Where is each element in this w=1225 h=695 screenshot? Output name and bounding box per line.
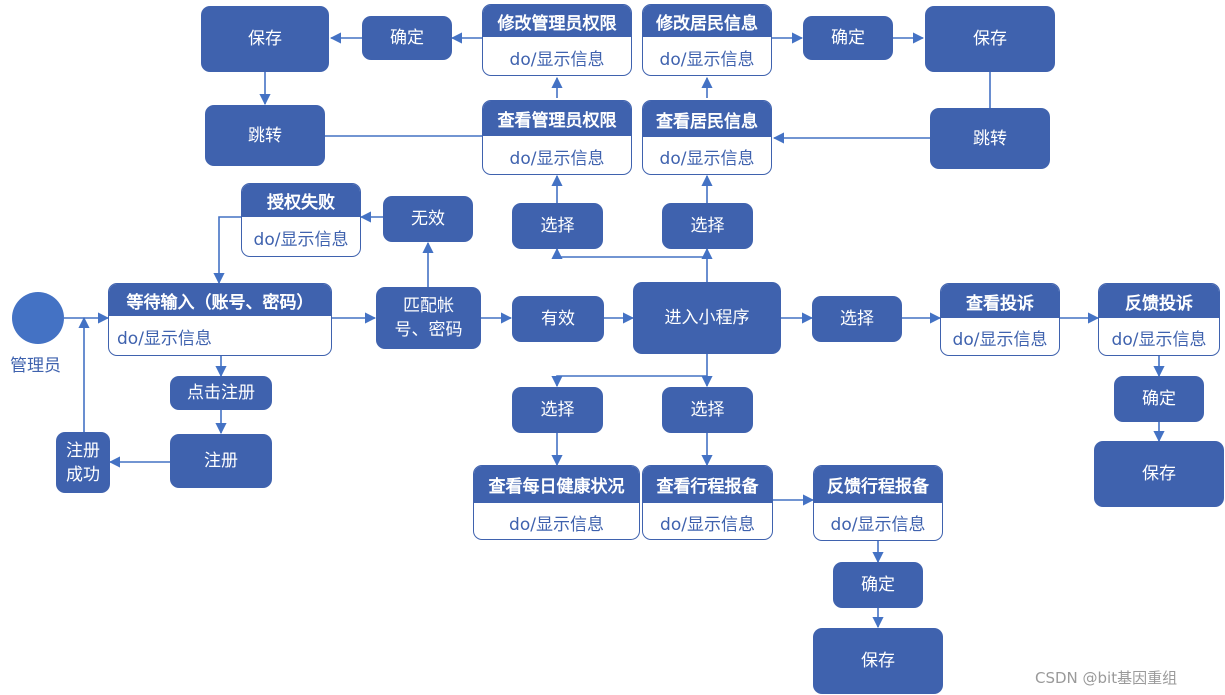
register-label: 注册 bbox=[204, 451, 238, 471]
feedback-trip-card: 反馈行程报备 do/显示信息 bbox=[813, 465, 943, 541]
view-resident-card: 查看居民信息 do/显示信息 bbox=[642, 100, 772, 175]
view-admin-title: 查看管理员权限 bbox=[483, 101, 631, 136]
edit-resident-body: do/显示信息 bbox=[659, 49, 755, 70]
select-up-left-node: 选择 bbox=[512, 203, 603, 249]
save-top-right-label: 保存 bbox=[973, 29, 1007, 49]
click-register-label: 点击注册 bbox=[187, 383, 255, 403]
select-up-right-node: 选择 bbox=[662, 203, 753, 249]
view-complaint-body: do/显示信息 bbox=[952, 330, 1048, 350]
view-resident-body: do/显示信息 bbox=[659, 149, 755, 169]
confirm-top-left-node: 确定 bbox=[362, 16, 452, 60]
daily-health-title: 查看每日健康状况 bbox=[474, 466, 639, 503]
login-state-body: do/显示信息 bbox=[117, 329, 212, 349]
save-top-left-label: 保存 bbox=[248, 29, 282, 49]
edit-admin-body: do/显示信息 bbox=[509, 49, 605, 70]
invalid-node: 无效 bbox=[383, 196, 473, 242]
watermark: CSDN @bit基因重组 bbox=[1035, 669, 1178, 687]
confirm-bottom-label: 确定 bbox=[861, 575, 895, 595]
confirm-top-right-node: 确定 bbox=[803, 16, 893, 60]
invalid-label: 无效 bbox=[411, 209, 445, 229]
feedback-complaint-card: 反馈投诉 do/显示信息 bbox=[1098, 283, 1220, 356]
auth-fail-title: 授权失败 bbox=[242, 184, 360, 217]
view-trip-card: 查看行程报备 do/显示信息 bbox=[642, 465, 773, 540]
select-right-node: 选择 bbox=[812, 296, 902, 342]
actor-label: 管理员 bbox=[10, 356, 61, 376]
select-right-label: 选择 bbox=[840, 309, 874, 329]
login-state-title: 等待输入（账号、密码） bbox=[109, 284, 331, 316]
save-top-right-node: 保存 bbox=[925, 6, 1055, 72]
view-complaint-title: 查看投诉 bbox=[941, 284, 1059, 318]
daily-health-body: do/显示信息 bbox=[509, 514, 604, 535]
view-trip-title: 查看行程报备 bbox=[643, 466, 772, 503]
select-up-right-label: 选择 bbox=[690, 216, 725, 236]
jump-top-left-node: 跳转 bbox=[205, 105, 325, 166]
select-down-right-label: 选择 bbox=[690, 400, 725, 420]
view-resident-title: 查看居民信息 bbox=[643, 101, 771, 137]
auth-fail-body: do/显示信息 bbox=[253, 230, 349, 250]
select-down-left-label: 选择 bbox=[540, 400, 575, 420]
jump-top-left-label: 跳转 bbox=[248, 125, 282, 146]
jump-top-right-node: 跳转 bbox=[930, 108, 1050, 169]
edit-admin-card: 修改管理员权限 do/显示信息 bbox=[482, 4, 632, 76]
edit-resident-card: 修改居民信息 do/显示信息 bbox=[642, 4, 772, 76]
enter-app-node: 进入小程序 bbox=[633, 282, 781, 354]
save-bottom-label: 保存 bbox=[861, 651, 895, 671]
click-register-node: 点击注册 bbox=[170, 376, 272, 410]
confirm-top-right-label: 确定 bbox=[831, 28, 865, 48]
start-node bbox=[12, 292, 64, 344]
view-admin-card: 查看管理员权限 do/显示信息 bbox=[482, 100, 632, 175]
feedback-complaint-title: 反馈投诉 bbox=[1099, 284, 1219, 318]
select-down-right-node: 选择 bbox=[662, 387, 753, 433]
match-credentials-label: 匹配帐号、密码 bbox=[394, 296, 463, 340]
edge-auth-fail-to-login bbox=[213, 216, 241, 285]
feedback-trip-title: 反馈行程报备 bbox=[814, 466, 942, 503]
register-success-label: 注册成功 bbox=[66, 440, 100, 485]
edit-admin-title: 修改管理员权限 bbox=[483, 5, 631, 37]
login-state-card: 等待输入（账号、密码） do/显示信息 bbox=[108, 283, 332, 356]
valid-node: 有效 bbox=[512, 296, 604, 342]
select-up-left-label: 选择 bbox=[540, 216, 575, 236]
confirm-bottom-node: 确定 bbox=[833, 562, 923, 608]
match-credentials-node: 匹配帐号、密码 bbox=[376, 287, 481, 349]
feedback-trip-body: do/显示信息 bbox=[830, 515, 926, 535]
edit-resident-title: 修改居民信息 bbox=[643, 5, 771, 37]
register-success-node: 注册成功 bbox=[56, 432, 110, 493]
view-admin-body: do/显示信息 bbox=[509, 148, 605, 169]
save-right-node: 保存 bbox=[1094, 441, 1224, 507]
register-node: 注册 bbox=[170, 434, 272, 488]
edge-enter-to-select-up-left bbox=[551, 247, 707, 260]
view-complaint-card: 查看投诉 do/显示信息 bbox=[940, 283, 1060, 356]
save-right-label: 保存 bbox=[1142, 464, 1176, 484]
confirm-right-label: 确定 bbox=[1142, 389, 1176, 409]
auth-fail-card: 授权失败 do/显示信息 bbox=[241, 183, 361, 257]
enter-app-label: 进入小程序 bbox=[664, 308, 750, 328]
save-bottom-node: 保存 bbox=[813, 628, 943, 694]
save-top-left-node: 保存 bbox=[201, 6, 329, 72]
valid-label: 有效 bbox=[541, 309, 575, 329]
daily-health-card: 查看每日健康状况 do/显示信息 bbox=[473, 465, 640, 540]
select-down-left-node: 选择 bbox=[512, 387, 603, 433]
view-trip-body: do/显示信息 bbox=[660, 514, 755, 535]
confirm-top-left-label: 确定 bbox=[390, 28, 424, 48]
edge-enter-to-select-down-left bbox=[551, 375, 707, 388]
jump-top-right-label: 跳转 bbox=[973, 128, 1007, 149]
feedback-complaint-body: do/显示信息 bbox=[1111, 330, 1207, 350]
confirm-right-node: 确定 bbox=[1114, 376, 1204, 422]
